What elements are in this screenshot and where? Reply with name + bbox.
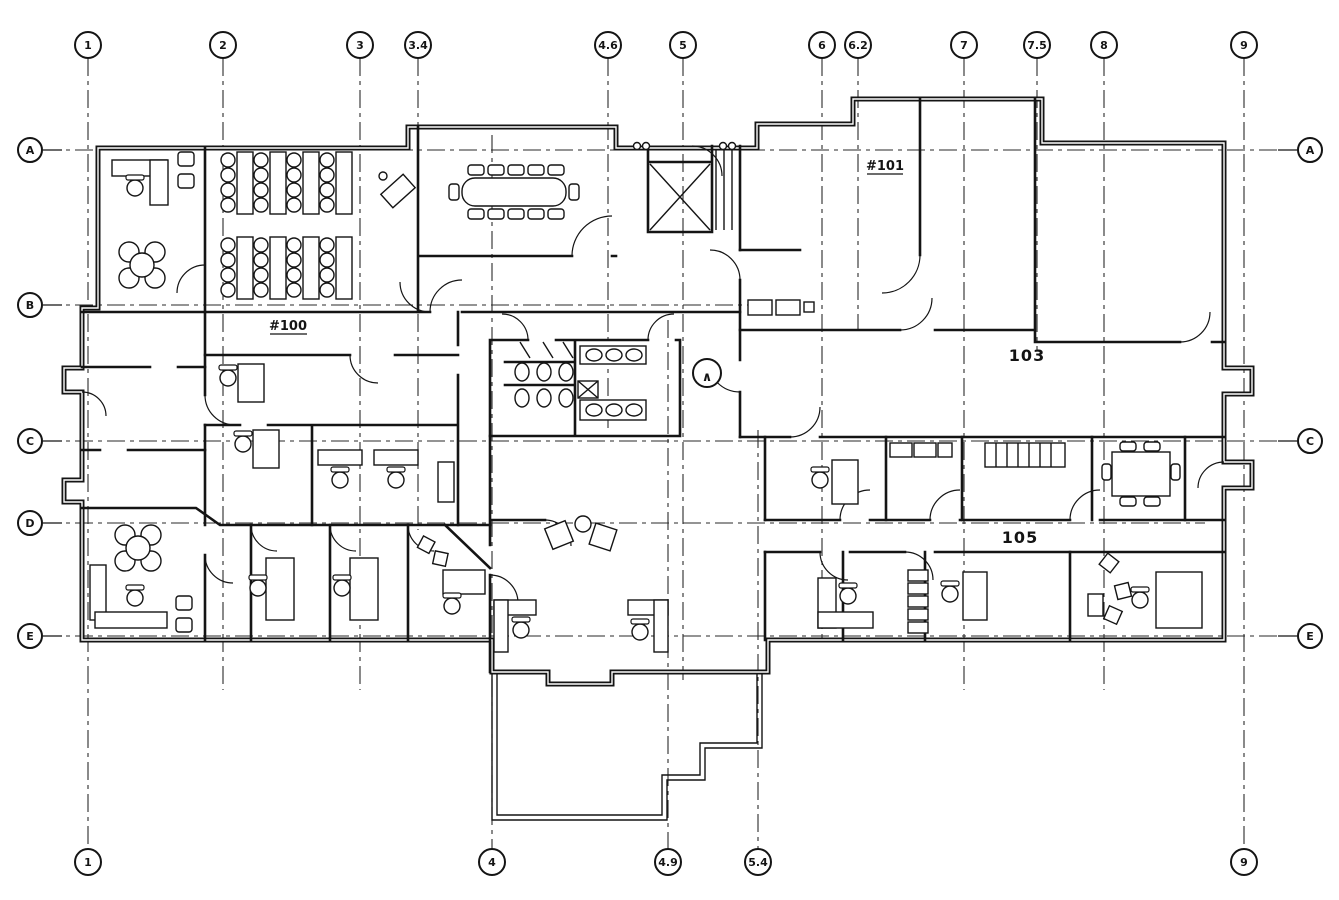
svg-text:3.4: 3.4 <box>408 39 428 52</box>
restroom-fixtures <box>514 345 647 421</box>
room-103-equipment <box>747 299 815 316</box>
grid-bubble-top-6: 6 <box>808 31 836 59</box>
svg-text:7.5: 7.5 <box>1027 39 1047 52</box>
grid-bubble-top-9: 9 <box>1230 31 1258 59</box>
svg-text:6.2: 6.2 <box>848 39 868 52</box>
grid-bubble-bottom-4-9: 4.9 <box>654 848 682 876</box>
grid-bubble-bottom-1: 1 <box>74 848 102 876</box>
door-arcs <box>81 145 1225 604</box>
svg-text:#100: #100 <box>269 319 307 334</box>
grid-bubble-left-c: C <box>17 428 62 454</box>
svg-text:7: 7 <box>960 39 968 52</box>
lower-left-offices-furniture <box>89 524 486 633</box>
grid-bubble-top-5: 5 <box>669 31 697 59</box>
keynote-marker: ∧ <box>692 358 722 388</box>
interior-walls <box>80 97 1226 674</box>
svg-text:B: B <box>26 299 34 312</box>
svg-text:5.4: 5.4 <box>748 856 768 869</box>
svg-text:1: 1 <box>84 39 92 52</box>
svg-text:C: C <box>1306 435 1314 448</box>
grid-bubble-bottom-9: 9 <box>1230 848 1258 876</box>
svg-text:8: 8 <box>1100 39 1108 52</box>
svg-text:#101: #101 <box>866 159 904 174</box>
svg-text:1: 1 <box>84 856 92 869</box>
svg-text:4: 4 <box>488 856 496 869</box>
grid-bubble-left-a: A <box>17 137 62 163</box>
grid-bubble-right-c: C <box>1278 428 1323 454</box>
grid-bubble-bottom-5-4: 5.4 <box>744 848 772 876</box>
svg-text:4.9: 4.9 <box>658 856 678 869</box>
room-label-100: #100 <box>269 319 307 335</box>
grid-bubble-top-7-5: 7.5 <box>1023 31 1051 59</box>
svg-text:105: 105 <box>1002 528 1038 547</box>
grid-bubble-top-3: 3 <box>346 31 374 59</box>
svg-text:5: 5 <box>679 39 687 52</box>
svg-text:103: 103 <box>1009 346 1045 365</box>
room-label-105: 105 <box>1002 528 1038 547</box>
svg-text:∧: ∧ <box>702 370 713 385</box>
svg-text:9: 9 <box>1240 856 1248 869</box>
room-label-101: #101 <box>866 159 904 175</box>
right-band-lower-furniture <box>817 552 1203 634</box>
grid-bubble-left-d: D <box>17 510 62 536</box>
svg-text:A: A <box>26 144 35 157</box>
svg-text:2: 2 <box>219 39 227 52</box>
door-hardware-marks <box>632 141 737 151</box>
grid-bubble-right-e: E <box>1278 623 1323 649</box>
grid-bubble-top-6-2: 6.2 <box>844 31 872 59</box>
svg-text:3: 3 <box>356 39 364 52</box>
grid-bubble-left-e: E <box>17 623 62 649</box>
svg-text:6: 6 <box>818 39 826 52</box>
room-label-103: 103 <box>1009 346 1045 365</box>
svg-text:A: A <box>1306 144 1315 157</box>
svg-text:D: D <box>25 517 34 530</box>
svg-text:4.6: 4.6 <box>598 39 618 52</box>
grid-bubble-top-7: 7 <box>950 31 978 59</box>
svg-text:E: E <box>1306 630 1314 643</box>
grid-bubble-top-8: 8 <box>1090 31 1118 59</box>
grid-bubble-top-4-6: 4.6 <box>594 31 622 59</box>
svg-text:C: C <box>26 435 34 448</box>
conference-room-furniture <box>448 164 580 220</box>
svg-text:E: E <box>26 630 34 643</box>
top-left-office-furniture <box>111 151 195 289</box>
training-room-tables <box>220 151 417 300</box>
grid-bubble-bottom-4: 4 <box>478 848 506 876</box>
mid-zone-workstations <box>218 363 455 503</box>
grid-bubble-top-3-4: 3.4 <box>404 31 432 59</box>
svg-text:9: 9 <box>1240 39 1248 52</box>
patio-outline <box>491 672 763 821</box>
right-band-upper-furniture <box>810 441 1181 507</box>
reception-furniture <box>493 515 669 653</box>
grid-bubble-top-1: 1 <box>74 31 102 59</box>
grid-bubble-top-2: 2 <box>209 31 237 59</box>
grid-bubble-right-a: A <box>1278 137 1323 163</box>
grid-bubble-left-b: B <box>17 292 62 318</box>
